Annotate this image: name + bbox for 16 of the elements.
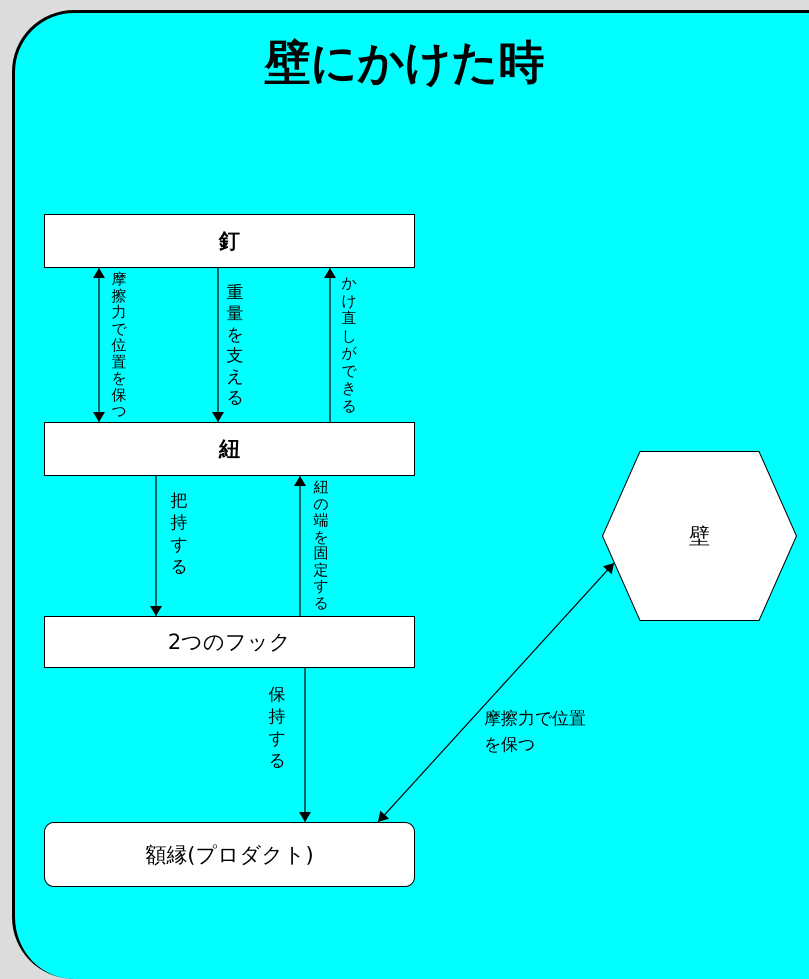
arrow <box>150 476 162 616</box>
arrow <box>378 562 614 822</box>
arrow <box>299 668 311 822</box>
arrow <box>212 268 224 422</box>
arrow <box>324 268 336 422</box>
edge-label: 摩擦力で位置を保つ <box>110 271 128 420</box>
rounded-box: 額縁(プロダクト) <box>44 822 415 887</box>
process-box: 紐 <box>44 422 415 476</box>
hexagon: 壁 <box>602 451 797 621</box>
arrow <box>93 268 105 422</box>
edge-label: かけ直しができる <box>340 275 358 415</box>
title: 壁にかけた時 <box>263 34 546 91</box>
edge-label: 紐の端を固定する <box>312 479 330 611</box>
process-box: 釘 <box>44 214 415 268</box>
process-box: 2つのフック <box>44 616 415 668</box>
arrow <box>294 476 306 616</box>
